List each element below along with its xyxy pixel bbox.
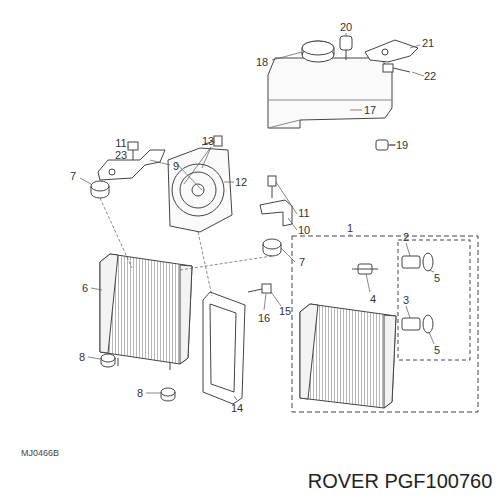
nut bbox=[161, 388, 175, 401]
callout-number: 4 bbox=[370, 294, 376, 305]
kit-outline bbox=[398, 240, 470, 360]
callout-number: 14 bbox=[231, 403, 243, 414]
bolt bbox=[340, 36, 352, 60]
seal-frame bbox=[203, 292, 245, 404]
filler-cap bbox=[302, 41, 334, 62]
leader-lines bbox=[80, 33, 434, 400]
bolt bbox=[202, 136, 222, 146]
callout-number: 2 bbox=[403, 232, 409, 243]
bolt bbox=[268, 176, 276, 198]
callout-number: 13 bbox=[202, 136, 214, 147]
callout-number: 9 bbox=[173, 161, 179, 172]
radiator bbox=[300, 304, 396, 408]
bolt bbox=[248, 284, 271, 293]
callout-number: 10 bbox=[298, 225, 310, 236]
callout-number: 7 bbox=[70, 171, 76, 182]
callout-number: 17 bbox=[364, 105, 376, 116]
callout-number: 11 bbox=[115, 138, 126, 149]
fan-cowl bbox=[168, 148, 232, 232]
grommet bbox=[91, 181, 109, 198]
callout-number: 5 bbox=[434, 345, 440, 356]
grommet bbox=[263, 239, 281, 256]
bolt bbox=[128, 142, 138, 162]
callout-number: 19 bbox=[396, 140, 408, 151]
part-number: ROVER PGF100760 bbox=[308, 471, 493, 491]
callout-number: 1 bbox=[347, 223, 353, 234]
callout-number: 23 bbox=[115, 150, 127, 161]
expansion-tank bbox=[268, 58, 392, 128]
callout-number: 18 bbox=[256, 57, 268, 68]
callout-number: 8 bbox=[137, 388, 143, 399]
callout-number: 22 bbox=[424, 71, 436, 82]
callout-number: 11 bbox=[298, 208, 309, 219]
plug bbox=[402, 315, 433, 333]
assembly-outline bbox=[292, 236, 478, 412]
callout-number: 3 bbox=[403, 295, 409, 306]
drain-plug bbox=[352, 264, 378, 274]
bracket bbox=[365, 40, 418, 62]
nut bbox=[101, 354, 115, 367]
callout-number: 16 bbox=[258, 313, 270, 324]
callout-number: 15 bbox=[279, 306, 291, 317]
bracket bbox=[98, 150, 165, 180]
callout-number: 20 bbox=[340, 22, 352, 33]
callout-number: 6 bbox=[82, 283, 88, 294]
bracket bbox=[260, 200, 292, 226]
radiator bbox=[100, 254, 192, 370]
callout-number: 7 bbox=[299, 257, 305, 268]
bolt bbox=[383, 64, 410, 72]
plug bbox=[402, 253, 433, 271]
drawing-code: MJ0466B bbox=[21, 449, 59, 458]
callout-number: 21 bbox=[422, 38, 434, 49]
bolt bbox=[376, 140, 395, 150]
callout-number: 5 bbox=[434, 273, 440, 284]
callout-number: 8 bbox=[79, 352, 85, 363]
callout-number: 12 bbox=[235, 177, 247, 188]
